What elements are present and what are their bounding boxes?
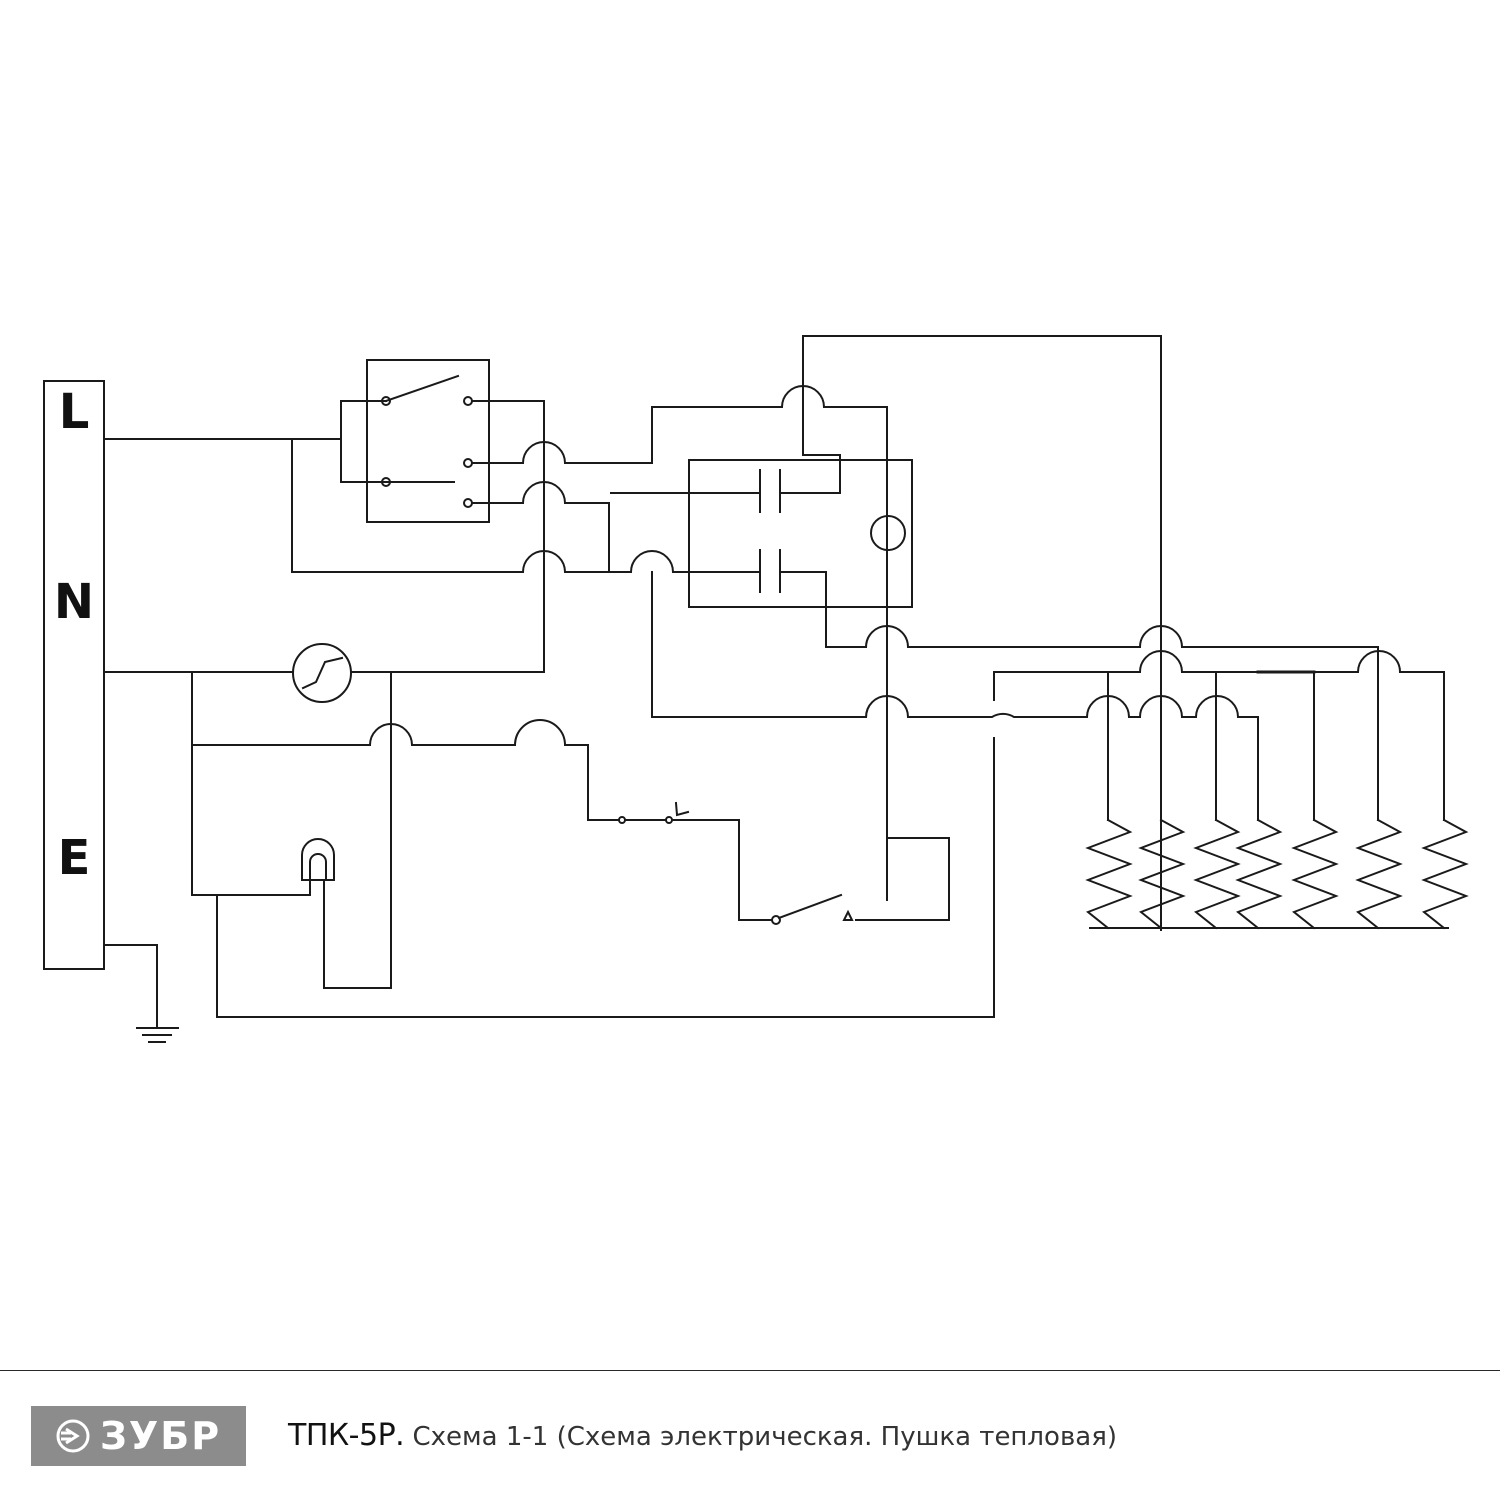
terminal-e-label: E (58, 830, 91, 886)
zubr-logo-icon: ЗУБР (31, 1406, 246, 1466)
logo-text: ЗУБР (99, 1414, 222, 1458)
ground-icon (103, 944, 179, 1043)
thermostat-icon (292, 643, 352, 703)
terminal-block: L N E (43, 380, 105, 970)
mode-switch (103, 359, 490, 573)
heater-bus (216, 625, 1445, 1018)
terminal-l-label: L (59, 384, 90, 440)
model-name: ТПК-5Р. (288, 1418, 405, 1453)
pilot-lamp-icon (191, 838, 392, 989)
logo-emblem-icon (56, 1419, 90, 1453)
thermostat-circuit (103, 643, 950, 989)
caption-description: Схема 1-1 (Схема электрическая. Пушка те… (404, 1422, 1117, 1452)
motor-icon (870, 515, 906, 551)
capacitor-box (688, 335, 1162, 931)
heating-elements (1085, 818, 1469, 930)
terminal-n-label: N (54, 574, 94, 630)
switch-wires (291, 385, 888, 901)
wiring-diagram: L N E (43, 335, 1469, 1043)
footer-divider (0, 1370, 1500, 1371)
diagram-caption: ТПК-5Р. Схема 1-1 (Схема электрическая. … (288, 1418, 1117, 1453)
